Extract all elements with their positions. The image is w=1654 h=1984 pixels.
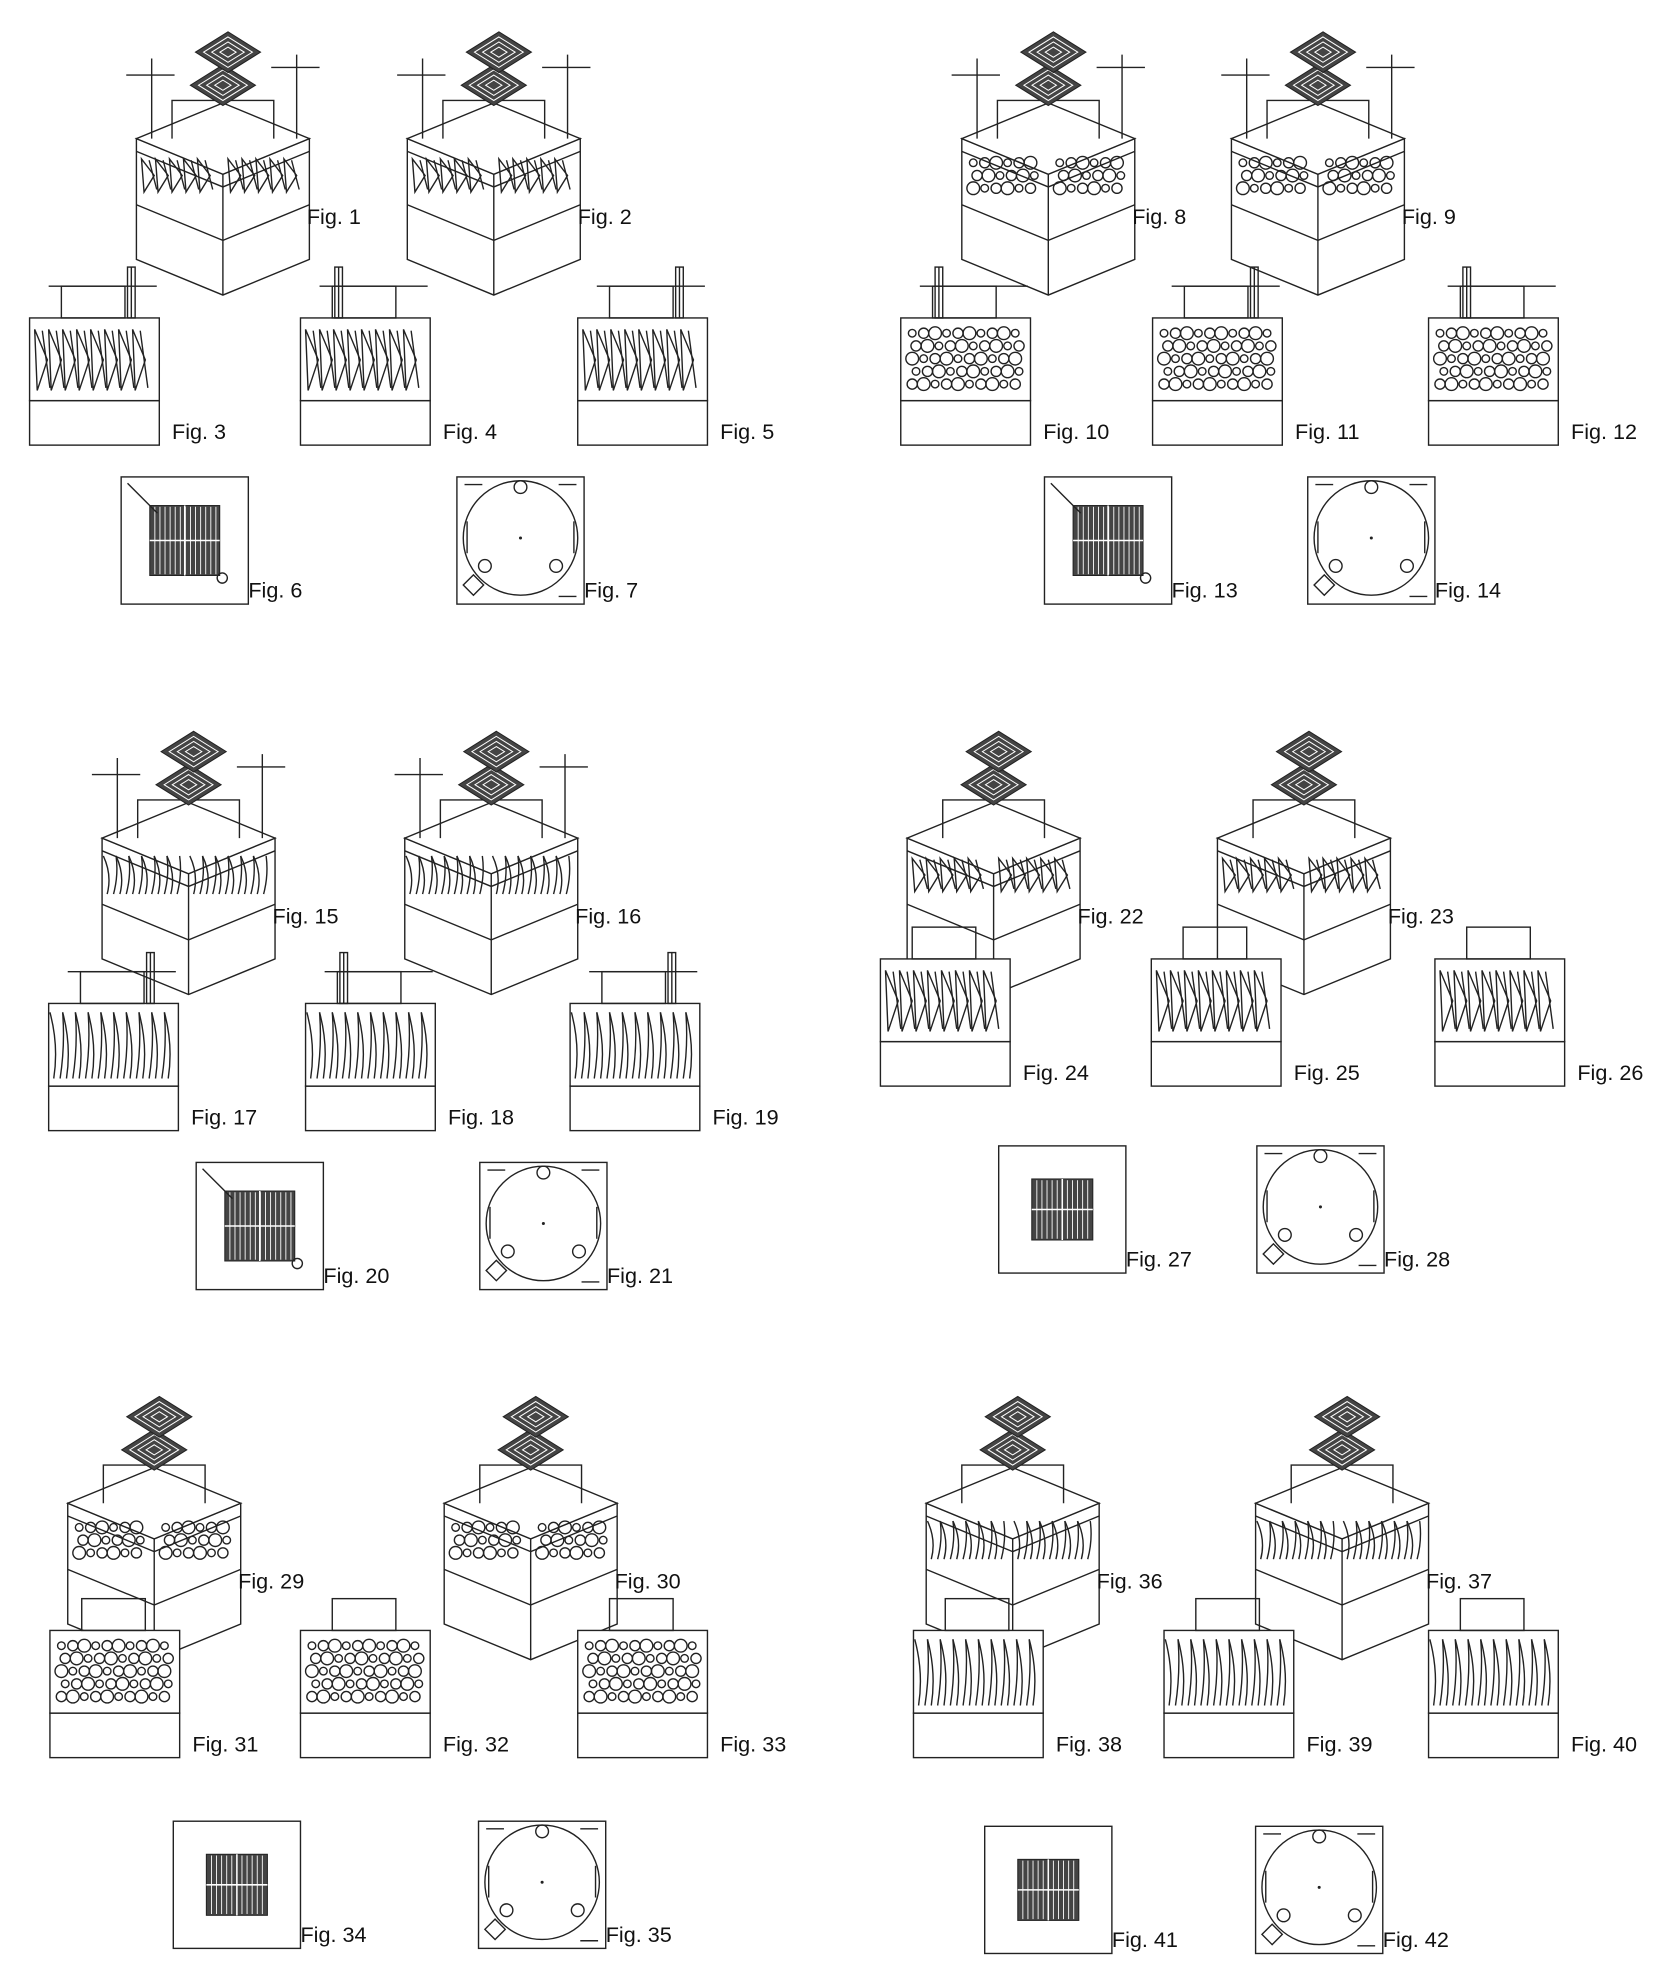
- figure-18-drawing: [304, 951, 436, 1132]
- figure-34-drawing: [172, 1820, 302, 1950]
- figure-29-drawing: [65, 1395, 243, 1661]
- figure-20-drawing: [195, 1161, 325, 1291]
- figure-label: Fig. 11: [1295, 419, 1359, 444]
- figure-label: Fig. 34: [300, 1922, 366, 1947]
- figure-label: Fig. 32: [443, 1731, 509, 1756]
- figure-label: Fig. 17: [191, 1104, 257, 1129]
- figure-label: Fig. 36: [1097, 1568, 1163, 1593]
- figure-40-drawing: [1427, 1597, 1559, 1759]
- figure-37-drawing: [1253, 1395, 1431, 1661]
- figure-label: Fig. 12: [1571, 419, 1637, 444]
- figure-label: Fig. 8: [1132, 204, 1186, 229]
- figure-label: Fig. 31: [192, 1731, 258, 1756]
- figure-label: Fig. 19: [713, 1104, 779, 1129]
- figure-5-drawing: [577, 266, 709, 446]
- figure-42-drawing: [1254, 1825, 1384, 1955]
- figure-17-drawing: [47, 951, 180, 1132]
- figure-label: Fig. 5: [720, 419, 774, 444]
- figure-38-drawing: [912, 1597, 1044, 1759]
- figure-27-drawing: [997, 1145, 1127, 1274]
- figure-label: Fig. 42: [1383, 1927, 1449, 1952]
- figure-label: Fig. 15: [272, 903, 338, 928]
- figure-label: Fig. 41: [1112, 1927, 1178, 1952]
- figure-8-drawing: [951, 31, 1145, 296]
- figure-11-drawing: [1151, 266, 1284, 446]
- figure-label: Fig. 10: [1043, 419, 1109, 444]
- figure-label: Fig. 33: [720, 1731, 786, 1756]
- figure-16-drawing: [394, 730, 588, 996]
- figure-32-drawing: [299, 1597, 431, 1759]
- figure-label: Fig. 38: [1056, 1731, 1122, 1756]
- figure-28-drawing: [1256, 1145, 1385, 1274]
- figure-label: Fig. 3: [172, 419, 226, 444]
- figure-label: Fig. 2: [578, 204, 632, 229]
- figure-12-drawing: [1427, 266, 1559, 446]
- figure-label: Fig. 1: [307, 204, 361, 229]
- figure-3-drawing: [28, 266, 161, 446]
- figure-label: Fig. 7: [584, 578, 638, 603]
- figure-4-drawing: [299, 266, 431, 446]
- figure-label: Fig. 37: [1426, 1568, 1492, 1593]
- figure-label: Fig. 35: [606, 1922, 672, 1947]
- figure-2-drawing: [397, 31, 591, 296]
- figure-label: Fig. 6: [248, 578, 302, 603]
- figure-10-drawing: [900, 266, 1032, 446]
- figure-9-drawing: [1221, 31, 1415, 296]
- figure-label: Fig. 9: [1402, 204, 1456, 229]
- figure-21-drawing: [479, 1161, 608, 1291]
- figure-14-drawing: [1307, 476, 1436, 605]
- figure-label: Fig. 14: [1435, 578, 1501, 603]
- figure-label: Fig. 16: [575, 903, 641, 928]
- figure-label: Fig. 23: [1388, 903, 1454, 928]
- figure-36-drawing: [924, 1395, 1102, 1661]
- figure-label: Fig. 18: [448, 1104, 514, 1129]
- figure-6-drawing: [120, 476, 250, 605]
- figure-23-drawing: [1215, 730, 1393, 996]
- figure-label: Fig. 20: [323, 1263, 389, 1288]
- figure-label: Fig. 25: [1294, 1060, 1360, 1085]
- figure-label: Fig. 29: [238, 1568, 304, 1593]
- figure-label: Fig. 13: [1172, 578, 1238, 603]
- figure-label: Fig. 39: [1306, 1731, 1372, 1756]
- figure-7-drawing: [456, 476, 585, 605]
- figure-1-drawing: [126, 31, 320, 296]
- figure-13-drawing: [1043, 476, 1173, 605]
- figure-label: Fig. 21: [607, 1263, 673, 1288]
- figure-label: Fig. 27: [1126, 1247, 1192, 1272]
- figure-26-drawing: [1434, 926, 1566, 1087]
- figure-30-drawing: [442, 1395, 619, 1661]
- figure-25-drawing: [1150, 926, 1282, 1087]
- figure-label: Fig. 4: [443, 419, 497, 444]
- figure-41-drawing: [984, 1825, 1113, 1955]
- figure-label: Fig. 28: [1384, 1247, 1450, 1272]
- figure-label: Fig. 26: [1577, 1060, 1643, 1085]
- figure-label: Fig. 40: [1571, 1731, 1637, 1756]
- figure-31-drawing: [49, 1597, 181, 1759]
- figure-label: Fig. 24: [1023, 1060, 1089, 1085]
- figure-35-drawing: [477, 1820, 607, 1950]
- figure-label: Fig. 22: [1078, 903, 1144, 928]
- figure-19-drawing: [569, 951, 701, 1132]
- figure-22-drawing: [905, 730, 1082, 996]
- figure-label: Fig. 30: [615, 1568, 681, 1593]
- figure-33-drawing: [577, 1597, 709, 1759]
- figure-24-drawing: [879, 926, 1011, 1087]
- figure-39-drawing: [1163, 1597, 1295, 1759]
- figure-15-drawing: [91, 730, 286, 996]
